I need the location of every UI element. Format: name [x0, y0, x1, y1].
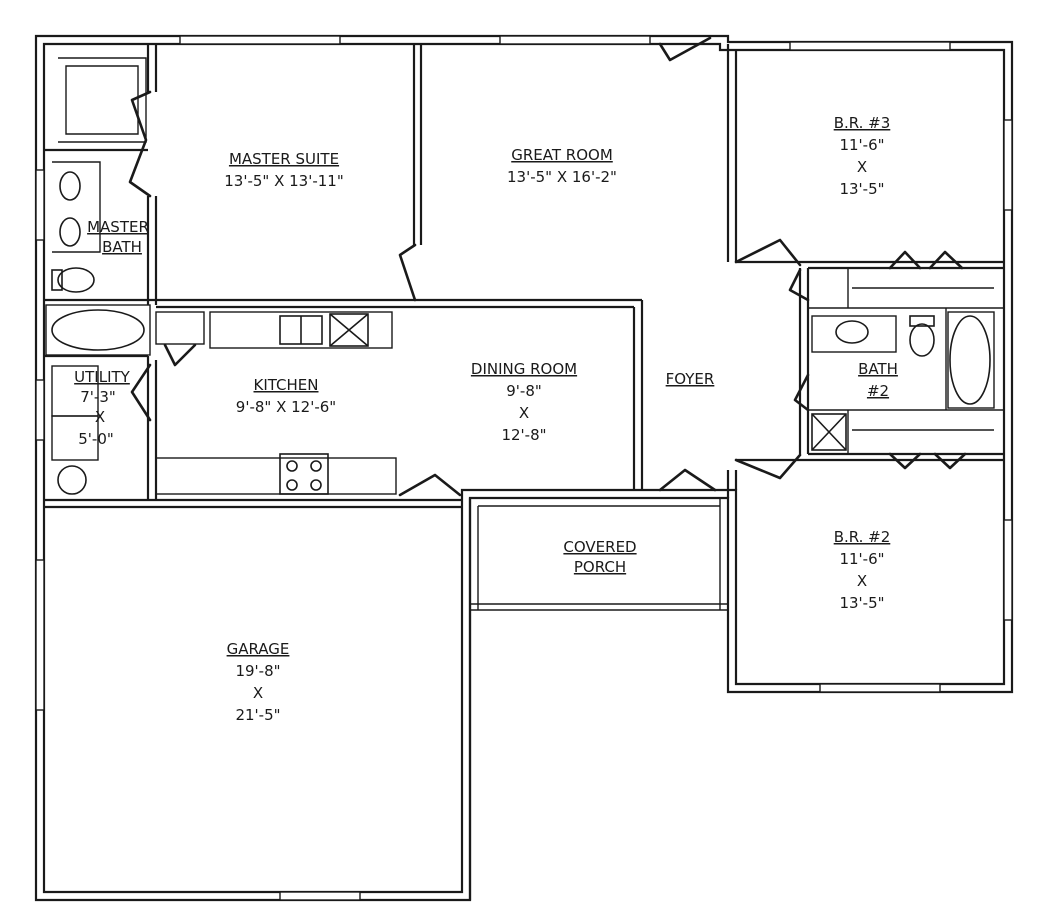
br2-length: 13'-5": [839, 594, 884, 612]
covered-porch-line2: PORCH: [574, 558, 626, 576]
covered-porch-line1: COVERED: [563, 538, 636, 556]
br2-x: X: [857, 572, 867, 590]
fixtures: [45, 161, 995, 495]
master-suite-dims: 13'-5" X 13'-11": [224, 172, 344, 190]
interior-walls: [44, 44, 1004, 900]
dining-room-width: 9'-8": [506, 382, 542, 400]
master-bath-line1: MASTER: [87, 218, 149, 236]
bath2-line2: #2: [867, 382, 889, 400]
garage-width: 19'-8": [235, 662, 280, 680]
dining-room-x: X: [519, 404, 529, 422]
master-suite-name: MASTER SUITE: [229, 150, 339, 168]
garage-length: 21'-5": [235, 706, 280, 724]
br2-name: B.R. #2: [834, 528, 891, 546]
kitchen-name: KITCHEN: [254, 376, 319, 394]
utility-name: UTILITY: [74, 368, 131, 386]
br2-width: 11'-6": [839, 550, 884, 568]
windows: [35, 35, 1013, 901]
great-room-name: GREAT ROOM: [511, 146, 613, 164]
utility-x: X: [95, 408, 105, 426]
foyer-name: FOYER: [666, 370, 715, 388]
br3-length: 13'-5": [839, 180, 884, 198]
room-labels: MASTER SUITE 13'-5" X 13'-11" GREAT ROOM…: [74, 114, 898, 724]
garage-name: GARAGE: [227, 640, 290, 658]
utility-length: 5'-0": [78, 430, 114, 448]
bath2-line1: BATH: [858, 360, 898, 378]
garage-x: X: [253, 684, 263, 702]
br3-x: X: [857, 158, 867, 176]
dining-room-name: DINING ROOM: [471, 360, 577, 378]
great-room-dims: 13'-5" X 16'-2": [507, 168, 617, 186]
br3-name: B.R. #3: [834, 114, 891, 132]
doors: [128, 36, 967, 497]
dining-room-length: 12'-8": [501, 426, 546, 444]
utility-width: 7'-3": [80, 388, 116, 406]
master-bath-line2: BATH: [102, 238, 142, 256]
br3-width: 11'-6": [839, 136, 884, 154]
kitchen-dims: 9'-8" X 12'-6": [236, 398, 336, 416]
